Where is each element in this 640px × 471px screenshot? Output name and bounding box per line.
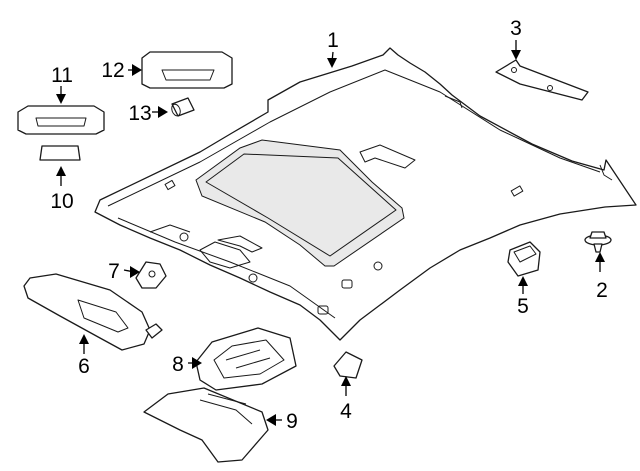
callout-7: 7	[108, 260, 120, 283]
callout-1: 1	[327, 29, 339, 52]
trim-bracket	[495, 59, 589, 101]
callout-5: 5	[517, 295, 529, 318]
callout-labels: 1 2 3 4 5 6 7 8 9 10 11 12 13	[50, 17, 608, 433]
retainer	[507, 241, 541, 277]
callout-6: 6	[78, 355, 90, 378]
callout-3: 3	[510, 17, 522, 40]
cover-cap	[333, 351, 363, 379]
sun-visor	[23, 273, 163, 351]
push-clip	[584, 231, 612, 253]
visor-clip	[135, 261, 167, 289]
callout-12: 12	[101, 59, 124, 82]
dome-lamp-lens	[39, 145, 81, 161]
callout-2: 2	[596, 279, 608, 302]
callout-11: 11	[51, 64, 73, 87]
console-trim	[143, 387, 269, 463]
console-frame	[195, 327, 297, 391]
callout-4: 4	[340, 400, 352, 423]
callout-13: 13	[128, 102, 151, 125]
callout-8: 8	[172, 353, 184, 376]
bulb	[171, 97, 195, 117]
headliner-panel	[94, 47, 637, 341]
dome-lamp	[17, 105, 105, 135]
callout-9: 9	[286, 410, 298, 433]
map-lamp	[141, 51, 233, 89]
callout-10: 10	[50, 190, 73, 213]
leader-lines	[56, 40, 605, 426]
